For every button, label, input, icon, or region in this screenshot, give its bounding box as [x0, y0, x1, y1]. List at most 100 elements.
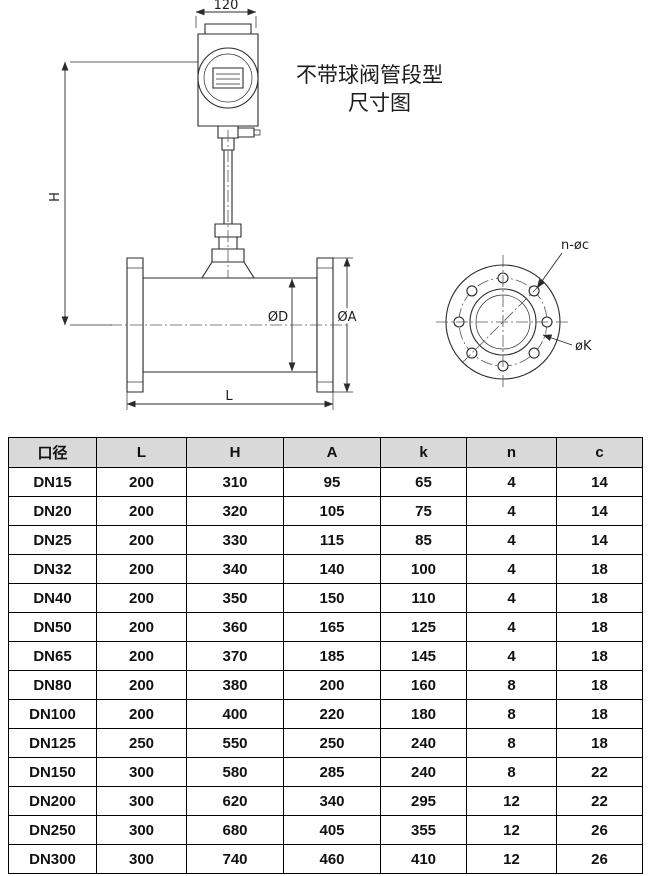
cell-value: 200: [96, 699, 187, 729]
cell-value: 200: [96, 554, 187, 584]
cell-value: 740: [186, 844, 284, 874]
col-header-k: k: [380, 437, 467, 468]
cell-value: 105: [283, 496, 381, 526]
dimension-D: ØD: [265, 278, 296, 372]
cell-value: 22: [556, 757, 643, 787]
cell-diameter: DN50: [8, 612, 97, 642]
col-header-c: c: [556, 437, 643, 468]
bolt-circle-callout: øK: [542, 334, 592, 354]
dim-L-label: L: [225, 389, 233, 404]
cell-diameter: DN40: [8, 583, 97, 613]
cell-value: 18: [556, 728, 643, 758]
drawing-title-line1: 不带球阀管段型: [296, 63, 443, 87]
cell-value: 550: [186, 728, 284, 758]
cell-diameter: DN65: [8, 641, 97, 671]
cell-value: 355: [380, 815, 467, 845]
cell-value: 200: [96, 612, 187, 642]
cell-value: 250: [96, 728, 187, 758]
col-header-L: L: [96, 437, 187, 468]
cell-value: 4: [466, 641, 557, 671]
cell-value: 285: [283, 757, 381, 787]
cell-value: 300: [96, 786, 187, 816]
dimension-H: H: [46, 61, 198, 326]
cell-value: 220: [283, 699, 381, 729]
cell-value: 680: [186, 815, 284, 845]
cell-value: 250: [283, 728, 381, 758]
cell-diameter: DN200: [8, 786, 97, 816]
dimension-L: L: [126, 387, 334, 410]
bolt-holes: [454, 273, 552, 371]
flange-end-view: n-øc øK: [436, 238, 592, 389]
cell-value: 125: [380, 612, 467, 642]
transmitter-head: [198, 24, 260, 137]
cell-value: 300: [96, 815, 187, 845]
cell-value: 14: [556, 525, 643, 555]
cell-value: 8: [466, 699, 557, 729]
cell-value: 18: [556, 699, 643, 729]
holes-callout: n-øc: [537, 238, 589, 289]
cell-diameter: DN100: [8, 699, 97, 729]
cell-value: 180: [380, 699, 467, 729]
cell-value: 165: [283, 612, 381, 642]
dim-A-label: ØA: [337, 310, 356, 325]
dim-120-label: 120: [214, 0, 239, 13]
header-row: 口径 L H A k n c: [8, 437, 643, 468]
cell-value: 145: [380, 641, 467, 671]
cell-value: 200: [283, 670, 381, 700]
cell-diameter: DN80: [8, 670, 97, 700]
dimension-120: 120: [195, 0, 257, 28]
cell-value: 200: [96, 583, 187, 613]
display-window: [213, 68, 243, 88]
cell-value: 150: [283, 583, 381, 613]
cell-value: 8: [466, 670, 557, 700]
cell-value: 300: [96, 757, 187, 787]
col-header-H: H: [186, 437, 284, 468]
cell-value: 4: [466, 554, 557, 584]
dim-D-label: ØD: [268, 310, 288, 325]
cell-value: 295: [380, 786, 467, 816]
cell-value: 12: [466, 815, 557, 845]
col-header-diameter: 口径: [8, 437, 97, 468]
cell-value: 18: [556, 641, 643, 671]
meter-front-view: 120: [46, 0, 359, 410]
pipe-assembly: [110, 258, 350, 392]
cell-diameter: DN250: [8, 815, 97, 845]
cell-value: 14: [556, 467, 643, 497]
cell-value: 12: [466, 786, 557, 816]
cell-value: 18: [556, 612, 643, 642]
cell-value: 330: [186, 525, 284, 555]
cell-value: 320: [186, 496, 284, 526]
drawing-title-line2: 尺寸图: [348, 91, 411, 115]
cell-value: 75: [380, 496, 467, 526]
cell-value: 85: [380, 525, 467, 555]
cell-value: 18: [556, 554, 643, 584]
cell-diameter: DN300: [8, 844, 97, 874]
cell-value: 8: [466, 757, 557, 787]
cell-value: 110: [380, 583, 467, 613]
cell-value: 4: [466, 496, 557, 526]
cell-value: 4: [466, 467, 557, 497]
cell-value: 115: [283, 525, 381, 555]
cell-value: 620: [186, 786, 284, 816]
drawing-title: 不带球阀管段型 尺寸图: [296, 63, 443, 115]
cell-value: 340: [186, 554, 284, 584]
cell-value: 460: [283, 844, 381, 874]
bolt-circle-callout-label: øK: [575, 339, 592, 354]
cell-value: 240: [380, 757, 467, 787]
cell-value: 26: [556, 844, 643, 874]
cable-gland: [236, 128, 254, 137]
cell-value: 350: [186, 583, 284, 613]
holes-callout-label: n-øc: [561, 238, 589, 253]
